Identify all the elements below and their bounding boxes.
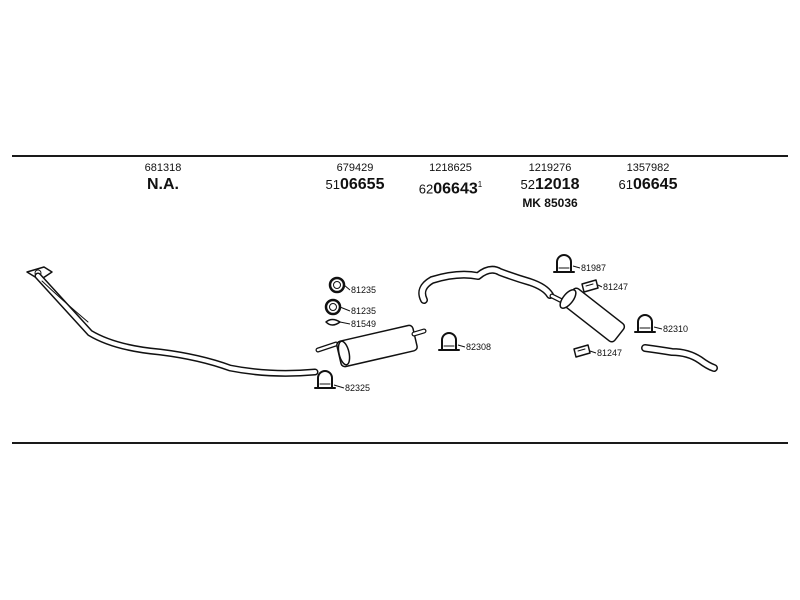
clamp-icon [438, 332, 460, 351]
rubber-bracket-icon [573, 344, 591, 358]
part-number: 62066431 [418, 180, 483, 198]
rubber-ring-icon [324, 298, 342, 316]
part-number: 5212018 [520, 176, 580, 193]
ring-label: 81235 [351, 306, 376, 316]
rubber-ring-icon [328, 276, 346, 294]
column-rear-silencer: 1219276 5212018 MK 85036 [505, 162, 595, 211]
part-number: 6106645 [618, 176, 678, 193]
bottom-rule [12, 442, 788, 444]
ring-label: 81235 [351, 285, 376, 295]
clamp-label: 82325 [345, 383, 370, 393]
oe-number: 1357982 [626, 162, 670, 174]
column-front-silencer: 679429 5106655 [310, 162, 400, 195]
hanger-label: 81549 [351, 319, 376, 329]
column-tail-pipe: 1357982 6106645 [603, 162, 693, 195]
middle-pipe [418, 265, 554, 304]
column-front-pipe: 681318 N.A. [118, 162, 208, 195]
tail-pipe [641, 344, 718, 372]
front-pipe [26, 266, 319, 377]
oe-number: 679429 [336, 162, 374, 174]
rubber-hanger-icon [325, 318, 341, 326]
rubber-bracket-icon [581, 279, 599, 293]
clamp-label: 82308 [466, 342, 491, 352]
clamp-icon [634, 314, 656, 333]
mounting-kit-number: MK 85036 [522, 196, 578, 210]
part-number: 5106655 [325, 176, 385, 193]
oe-number: 1218625 [429, 162, 472, 174]
column-middle-pipe: 1218625 62066431 [403, 162, 498, 199]
oe-number: 681318 [144, 162, 182, 174]
top-rule [12, 155, 788, 157]
rear-silencer [549, 287, 626, 343]
bracket-label: 81247 [597, 348, 622, 358]
clamp-label: 81987 [581, 263, 606, 273]
clamp-icon [314, 370, 336, 389]
front-silencer [315, 324, 427, 368]
clamp-label: 82310 [663, 324, 688, 334]
clamp-icon [553, 254, 575, 273]
bracket-label: 81247 [603, 282, 628, 292]
oe-number: 1219276 [528, 162, 572, 174]
part-number: N.A. [147, 176, 179, 193]
